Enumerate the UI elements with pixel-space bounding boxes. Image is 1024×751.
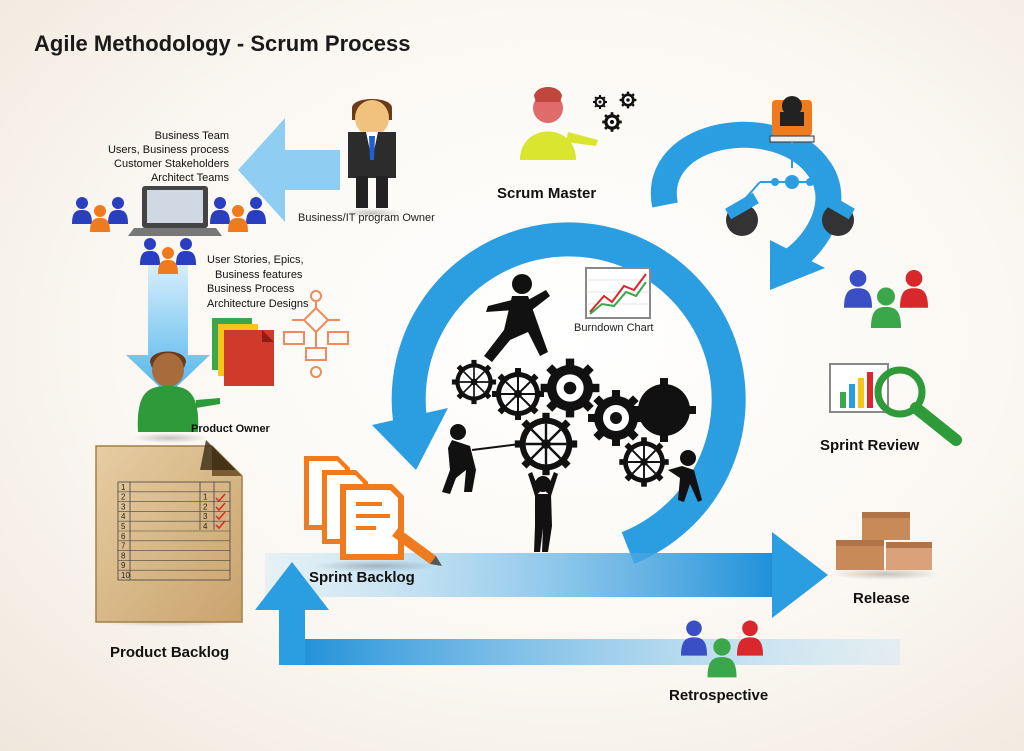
business-team-line: Architect Teams (150, 172, 229, 184)
user-stories-line: Business Process (207, 283, 295, 295)
backlog-row-number: 2 (121, 493, 126, 502)
product-backlog-label: Product Backlog (110, 644, 230, 661)
release-label: Release (853, 590, 910, 607)
user-stories-label: User Stories, Epics, Business features B… (207, 253, 309, 311)
daily-scrum-arrowhead (770, 240, 825, 290)
people-group-icon (681, 620, 763, 678)
runner-icon (484, 274, 550, 362)
business-team-line: Users, Business process (107, 144, 229, 156)
boxes-icon (830, 512, 940, 580)
release-arrow-body (265, 553, 777, 597)
backlog-row-number: 8 (121, 551, 126, 560)
release-arrowhead (772, 532, 828, 618)
backlog-side-number: 1 (203, 493, 208, 502)
business-team-line: Customer Stakeholders (114, 158, 229, 170)
businessman-icon (342, 99, 402, 218)
retrospective-label: Retrospective (669, 687, 769, 704)
retrospective-arrow (279, 600, 900, 665)
sprint-review-label: Sprint Review (820, 437, 920, 454)
flowchart-icon (283, 290, 349, 378)
sprint-backlog-icon (304, 456, 442, 572)
backlog-row-number: 7 (121, 542, 126, 551)
backlog-row-number: 6 (121, 532, 126, 541)
arrow-down-to-owner (126, 265, 210, 395)
laptop-icon (128, 186, 222, 236)
arrow-left-top (238, 118, 340, 222)
backlog-row-number: 1 (121, 483, 126, 492)
backlog-row-number: 10 (121, 571, 130, 580)
user-stories-line: Business features (215, 268, 303, 281)
backlog-row-number: 3 (121, 502, 126, 511)
backlog-row-number: 9 (121, 561, 126, 570)
backlog-side-number: 4 (203, 522, 208, 531)
burndown-chart-icon (585, 267, 651, 319)
sprint-backlog-label: Sprint Backlog (309, 569, 415, 586)
people-group-icon (844, 270, 928, 328)
backlog-row-number: 4 (121, 512, 126, 521)
gears-icon (593, 91, 637, 132)
documents-icon (212, 318, 274, 386)
team-network-icon (725, 96, 855, 236)
burndown-chart-label: Burndown Chart (574, 322, 654, 334)
magnifier-icon (874, 366, 962, 446)
user-stories-line: User Stories, Epics, (207, 254, 304, 266)
worker-figures (442, 424, 702, 552)
sprint-cycle-arrowhead (372, 408, 448, 470)
sprint-cycle-arrow (391, 222, 746, 564)
scrum-master-icon (520, 87, 598, 160)
people-group-icon (72, 197, 128, 232)
business-team-label: Business Team Users, Business process Cu… (86, 129, 229, 185)
business-team-group (72, 186, 266, 274)
scrum-master-label: Scrum Master (497, 185, 597, 202)
user-stories-line: Architecture Designs (207, 297, 309, 310)
daily-scrum-arrow (650, 121, 842, 273)
page-title: Agile Methodology - Scrum Process (34, 31, 411, 56)
gears-icon (451, 358, 696, 488)
product-owner-label: Product Owner (191, 423, 270, 435)
product-owner-icon (132, 351, 220, 443)
people-group-icon (210, 197, 266, 232)
backlog-side-number: 3 (203, 512, 208, 521)
program-owner-label: Business/IT program Owner (298, 212, 435, 224)
retrospective-arrowhead (255, 562, 329, 610)
backlog-side-number: 2 (203, 502, 208, 511)
business-team-line: Business Team (154, 130, 229, 142)
backlog-row-number: 5 (121, 522, 126, 531)
